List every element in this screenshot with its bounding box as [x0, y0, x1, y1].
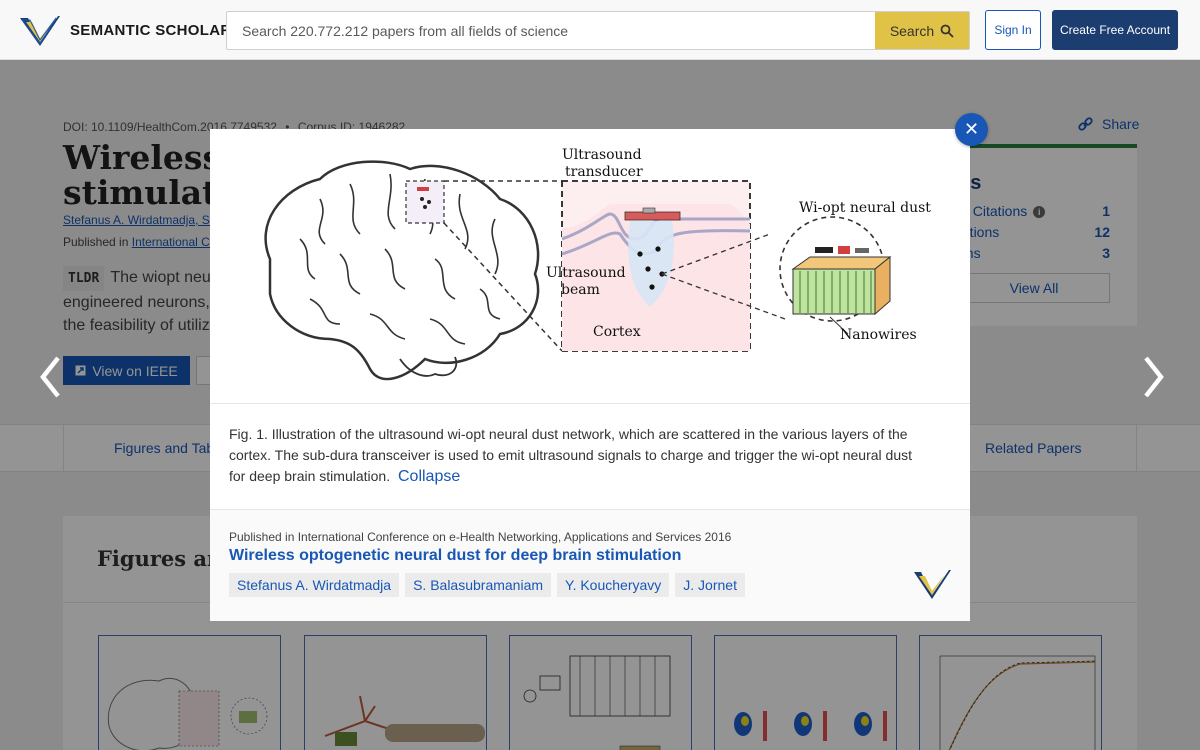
figure-modal: Ultrasound transducer Wi-opt neural dust…	[210, 129, 970, 621]
figure-thumbnail-3[interactable]	[509, 635, 692, 750]
search-input[interactable]	[227, 12, 875, 49]
link-icon	[1078, 116, 1093, 131]
line-plot-thumbnail	[939, 655, 1096, 750]
paper-venue: Published in International Co	[63, 235, 216, 249]
view-on-ieee-label: View on IEEE	[92, 362, 178, 379]
sign-in-button[interactable]: Sign In	[985, 10, 1041, 50]
modal-paper-info: Published in International Conference on…	[210, 509, 970, 621]
collapse-caption-link[interactable]: Collapse	[397, 468, 461, 485]
figure-caption-text: Fig. 1. Illustration of the ultrasound w…	[229, 426, 912, 484]
author-chip[interactable]: Y. Koucheryavy	[557, 573, 670, 597]
label-nanowires: Nanowires	[840, 327, 917, 343]
id-separator: •	[285, 120, 290, 134]
citation-count: 3	[1102, 245, 1110, 261]
citation-row-highly-influential[interactable]: al Citations i 1	[958, 203, 1110, 219]
semantic-scholar-logo[interactable]: SEMANTIC SCHOLAR	[18, 12, 231, 48]
search-button-label: Search	[889, 22, 935, 39]
search-icon	[940, 24, 954, 38]
neuron-illustration-thumbnail	[324, 695, 485, 746]
brain-diagram-thumbnail	[107, 678, 268, 750]
search-box: Search	[226, 11, 970, 50]
external-link-icon	[75, 365, 86, 376]
modal-published-line: Published in International Conference on…	[229, 530, 732, 544]
figure-caption: Fig. 1. Illustration of the ultrasound w…	[229, 424, 929, 487]
create-account-button[interactable]: Create Free Account	[1052, 10, 1178, 50]
author-chip[interactable]: J. Jornet	[675, 573, 745, 597]
label-ultrasound-beam-1: Ultrasound	[546, 265, 626, 281]
share-button[interactable]: Share	[1078, 116, 1139, 132]
figure-thumbnail-2[interactable]	[304, 635, 487, 750]
share-label: Share	[1102, 116, 1140, 132]
label-ultrasound-transducer-1: Ultrasound	[562, 147, 642, 163]
search-button[interactable]: Search	[875, 12, 969, 49]
citation-count: 1	[1102, 203, 1110, 219]
author-chip[interactable]: S. Balasubramaniam	[405, 573, 552, 597]
label-ultrasound-beam-2: beam	[561, 282, 600, 298]
modal-author-list: Stefanus A. Wirdatmadja S. Balasubramani…	[229, 573, 751, 597]
tab-divider	[1136, 425, 1137, 471]
label-ultrasound-transducer-2: transducer	[565, 164, 643, 180]
venue-link[interactable]: International Co	[131, 235, 217, 249]
figure-image: Ultrasound transducer Wi-opt neural dust…	[210, 129, 970, 403]
tldr-line-2: engineered neurons, a	[63, 294, 224, 311]
citation-row-label: al Citations	[958, 203, 1028, 219]
tab-divider	[63, 425, 64, 471]
info-icon[interactable]: i	[1033, 206, 1046, 219]
author-chip[interactable]: Stefanus A. Wirdatmadja	[229, 573, 400, 597]
label-cortex: Cortex	[593, 324, 641, 340]
figure-thumbnail-4[interactable]	[714, 635, 897, 750]
next-figure-arrow[interactable]	[1138, 352, 1168, 402]
top-header: SEMANTIC SCHOLAR Search Sign In Create F…	[0, 0, 1200, 60]
tab-figures-and-tables[interactable]: Figures and Tab	[114, 440, 215, 456]
figure-thumbnail-1[interactable]	[98, 635, 281, 750]
modal-paper-title-link[interactable]: Wireless optogenetic neural dust for dee…	[229, 547, 682, 564]
figure-thumbnail-5[interactable]	[919, 635, 1102, 750]
close-modal-button[interactable]: ✕	[955, 113, 988, 146]
label-wiopt-neural-dust: Wi-opt neural dust	[799, 200, 931, 216]
close-icon: ✕	[963, 119, 980, 139]
previous-figure-arrow[interactable]	[36, 352, 66, 402]
neural-dust-illustration: Ultrasound transducer Wi-opt neural dust…	[264, 147, 931, 381]
tab-related-papers[interactable]: Related Papers	[985, 440, 1082, 456]
logo-text: SEMANTIC SCHOLAR	[70, 21, 232, 39]
published-prefix: Published in	[63, 235, 129, 249]
heatmap-thumbnail	[734, 711, 887, 741]
tldr-badge: TLDR	[63, 266, 105, 291]
paper-authors[interactable]: Stefanus A. Wirdatmadja, S.	[63, 213, 214, 227]
tldr-line-1: The wiopt neural	[110, 269, 229, 286]
tldr-line-3: the feasibility of utilizi	[63, 317, 214, 334]
figure-caption-area: Fig. 1. Illustration of the ultrasound w…	[210, 403, 970, 509]
logo-icon	[20, 16, 60, 46]
tldr-section: TLDR The wiopt neural engineered neurons,…	[63, 266, 883, 337]
semantic-scholar-logo-icon	[914, 570, 951, 599]
circuit-diagram-thumbnail	[523, 655, 671, 750]
citation-count: 12	[1094, 224, 1110, 240]
view-on-ieee-button[interactable]: View on IEEE	[63, 356, 190, 385]
